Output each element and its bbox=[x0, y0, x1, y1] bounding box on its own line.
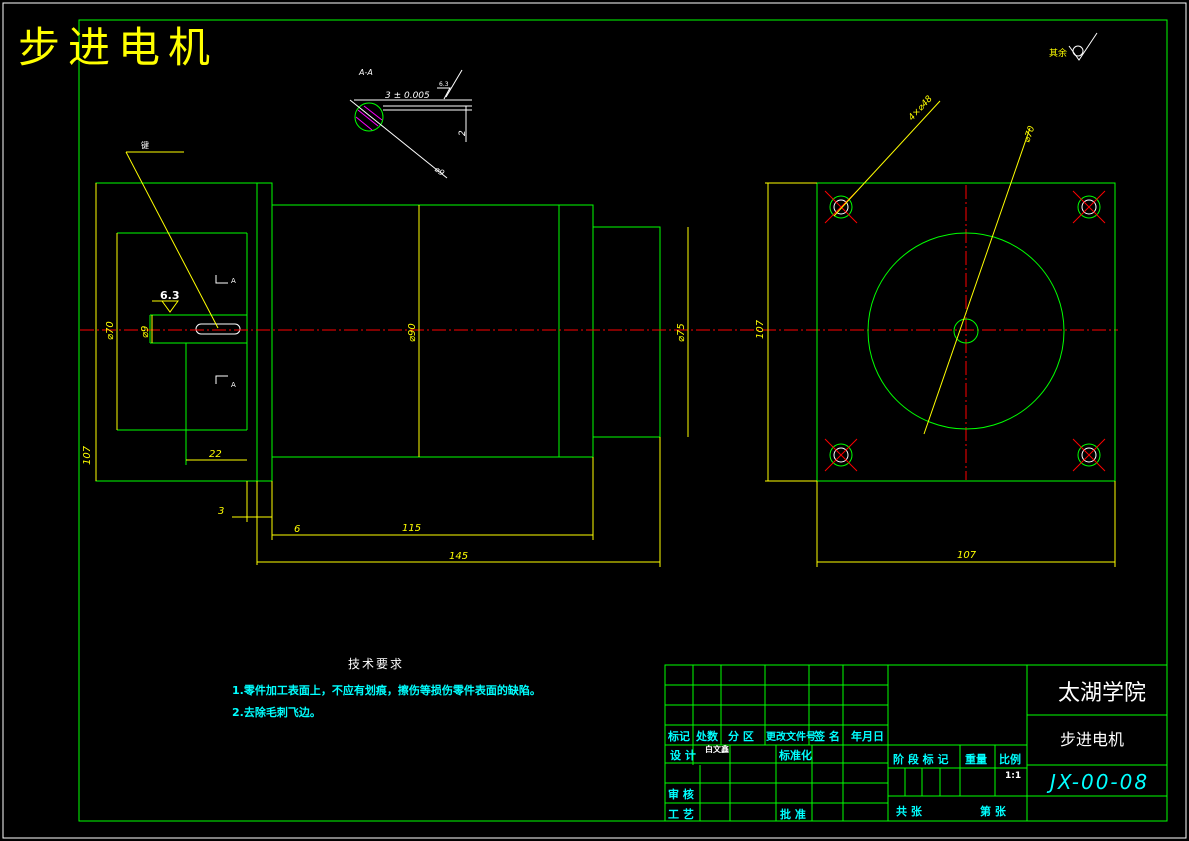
dim-dia-70-shaft: ⌀70 bbox=[105, 321, 116, 340]
section-mark-bottom: A bbox=[231, 381, 236, 389]
tb-header-change-doc: 更改文件号 bbox=[766, 732, 816, 743]
section-a-a bbox=[349, 69, 472, 179]
dim-roughness-shaft: 6.3 bbox=[160, 289, 180, 302]
school-name: 太湖学院 bbox=[1058, 681, 1147, 706]
dim-circle-70: ⌀70 bbox=[1022, 125, 1037, 144]
tech-requirement-item: 2.去除毛刺飞边。 bbox=[232, 706, 321, 719]
dim-115: 115 bbox=[402, 523, 421, 534]
tb-process-label: 工 艺 bbox=[668, 808, 694, 821]
section-markers bbox=[215, 275, 228, 384]
dim-3: 3 bbox=[218, 506, 224, 517]
tb-scale-value: 1:1 bbox=[1005, 771, 1022, 781]
tb-review-label: 审 核 bbox=[668, 788, 694, 801]
roughness-symbol bbox=[1068, 32, 1098, 61]
side-dimensions bbox=[765, 100, 1116, 567]
tb-design-label: 设 计 bbox=[670, 749, 696, 762]
keyway-slot bbox=[195, 323, 241, 335]
front-dimensions bbox=[95, 151, 689, 567]
tb-header-count: 处数 bbox=[696, 730, 718, 743]
dim-dia-90: ⌀90 bbox=[407, 323, 418, 342]
center-lines bbox=[80, 185, 1118, 480]
dim-key-tolerance: 3 ± 0.005 bbox=[385, 91, 430, 101]
dim-leader-label: 键 bbox=[141, 140, 149, 150]
dim-dia-75: ⌀75 bbox=[676, 323, 687, 342]
tb-sheet-number: 第 张 bbox=[980, 805, 1006, 818]
dim-145: 145 bbox=[449, 551, 468, 562]
section-mark-top: A bbox=[231, 277, 236, 285]
side-view bbox=[816, 182, 1116, 482]
tb-header-zone: 分 区 bbox=[728, 730, 754, 743]
tb-designer: 白文鑫 bbox=[705, 745, 729, 754]
tb-header-sign: 签 名 bbox=[814, 730, 840, 743]
dim-roughness-section: 6.3 bbox=[439, 81, 449, 88]
tech-requirements-title: 技术要求 bbox=[348, 657, 405, 671]
drawing-number: JX-00-08 bbox=[1050, 770, 1150, 794]
tech-requirement-item: 1.零件加工表面上，不应有划痕，擦伤等损伤零件表面的缺陷。 bbox=[232, 684, 541, 697]
tb-header-date: 年月日 bbox=[851, 730, 884, 743]
dim-107-side: 107 bbox=[755, 319, 766, 339]
dim-holes: 4×⌀48 bbox=[907, 94, 935, 123]
tb-approve-label: 批 准 bbox=[780, 808, 806, 821]
side-view-hidden bbox=[833, 199, 1097, 463]
dim-section-depth: 2 bbox=[458, 130, 468, 136]
tb-header-mark: 标记 bbox=[668, 730, 690, 743]
section-label: A-A bbox=[358, 68, 373, 77]
tb-standard-label: 标准化 bbox=[779, 749, 812, 762]
tb-scale-label: 比例 bbox=[999, 753, 1021, 766]
drawing-frame bbox=[78, 19, 1168, 822]
roughness-note: 其余 bbox=[1049, 49, 1068, 59]
tb-total-sheets: 共 张 bbox=[896, 805, 922, 818]
dim-107-left: 107 bbox=[82, 445, 93, 465]
dim-6: 6 bbox=[294, 524, 300, 535]
drawing-title: 步进电机 bbox=[18, 23, 219, 72]
front-view bbox=[95, 182, 661, 482]
tb-stage-label: 阶 段 标 记 bbox=[893, 753, 949, 766]
drawing-name: 步进电机 bbox=[1060, 730, 1125, 749]
dim-22: 22 bbox=[209, 449, 222, 460]
title-block-grid bbox=[664, 664, 1168, 822]
tb-weight-label: 重量 bbox=[965, 753, 987, 766]
dim-107-bottom: 107 bbox=[957, 550, 977, 561]
dim-dia-9: ⌀9 bbox=[140, 326, 151, 338]
